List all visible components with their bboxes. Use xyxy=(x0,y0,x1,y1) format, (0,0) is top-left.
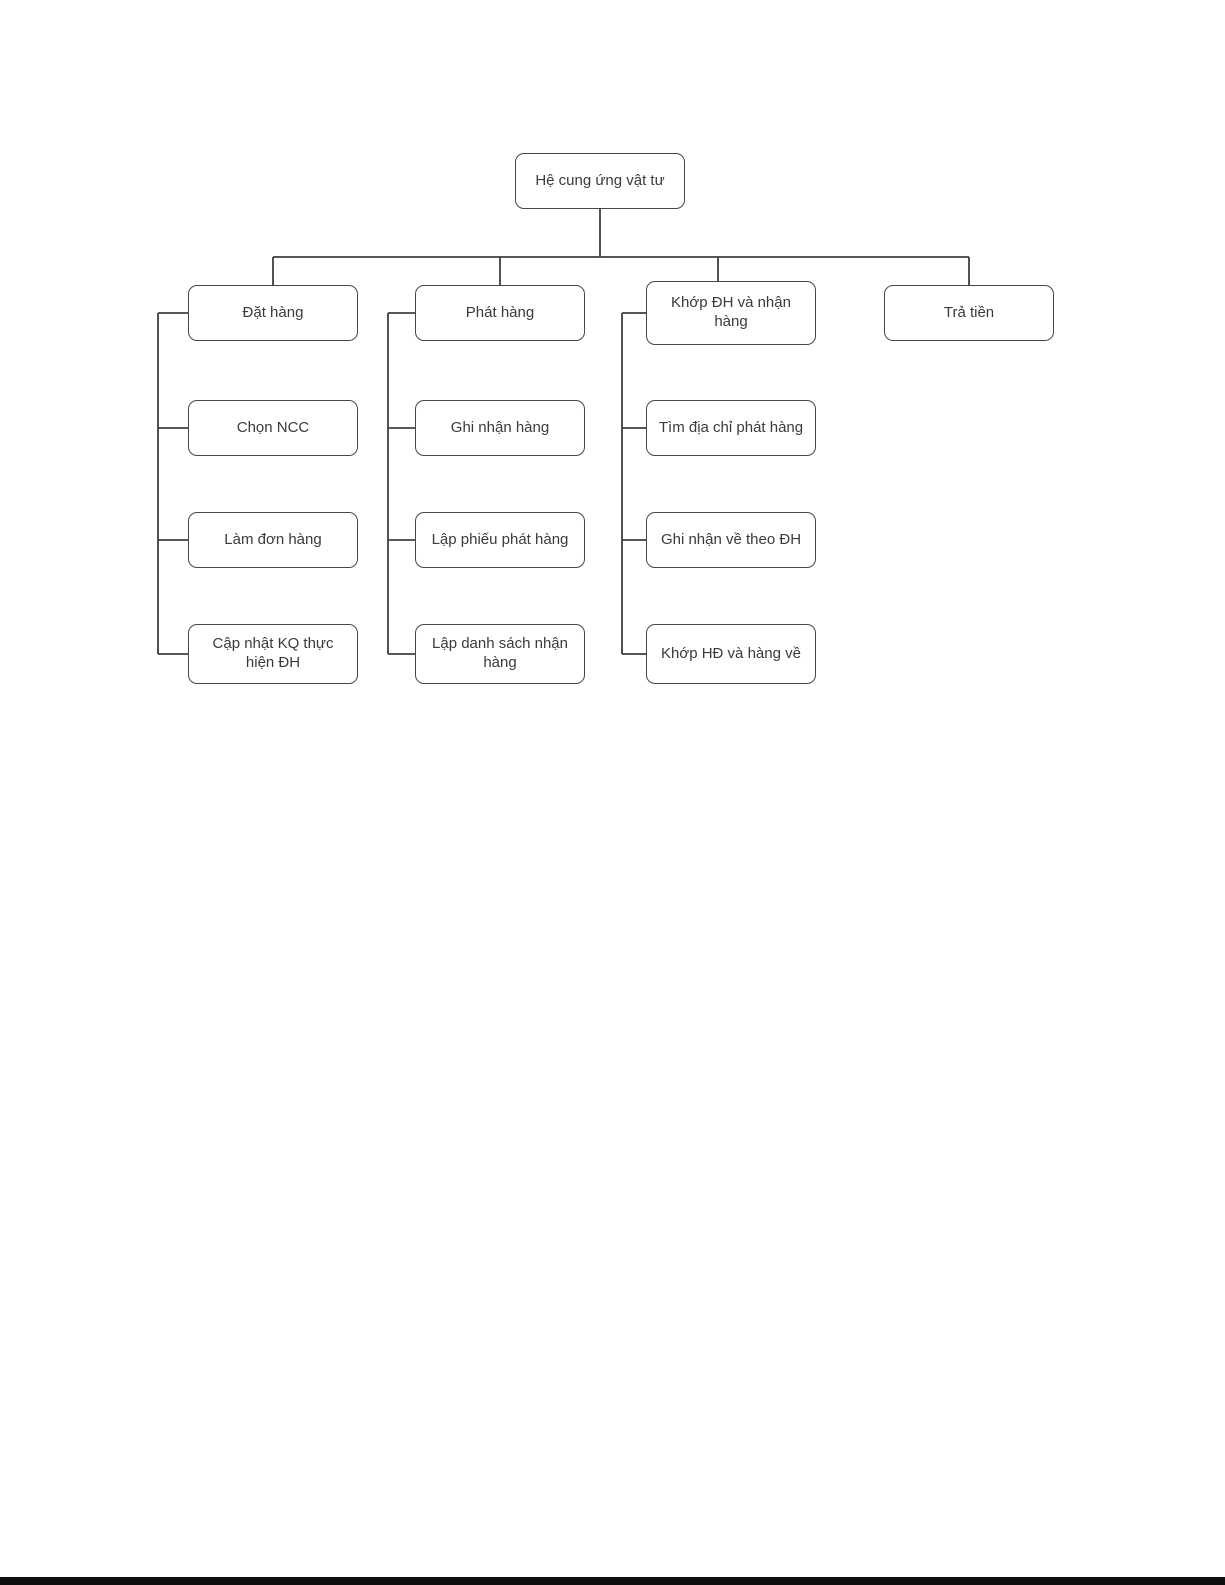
node-tra-tien: Trả tiền xyxy=(884,285,1054,341)
node-label: Chọn NCC xyxy=(236,418,310,436)
node-label: Khớp ĐH và nhận hàng xyxy=(671,294,791,330)
node-dat-hang: Đặt hàng xyxy=(188,285,358,341)
node-label: Khớp HĐ và hàng về xyxy=(661,644,801,662)
node-label: Trả tiền xyxy=(943,303,995,321)
node-lap-danh-sach-nhan-hang: Lập danh sách nhận hàng xyxy=(415,624,585,684)
node-label: Tìm địa chỉ phát hàng xyxy=(658,418,804,436)
node-tim-dia-chi-phat-hang: Tìm địa chỉ phát hàng xyxy=(646,400,816,456)
node-phat-hang: Phát hàng xyxy=(415,285,585,341)
node-label: Ghi nhận về theo ĐH xyxy=(660,530,802,548)
node-label: Đặt hàng xyxy=(242,303,304,321)
node-cap-nhat-kq-thuc-hien-dh: Cập nhật KQ thực hiện ĐH xyxy=(188,624,358,684)
node-ghi-nhan-ve-theo-dh: Ghi nhận về theo ĐH xyxy=(646,512,816,568)
node-lap-phieu-phat-hang: Lập phiếu phát hàng xyxy=(415,512,585,568)
node-label: Phát hàng xyxy=(465,303,535,321)
node-ghi-nhan-hang: Ghi nhận hàng xyxy=(415,400,585,456)
node-label: Làm đơn hàng xyxy=(224,530,322,548)
node-khop-dh-va-nhan-hang: Khớp ĐH và nhận hàng xyxy=(646,281,816,345)
node-lam-don-hang: Làm đơn hàng xyxy=(188,512,358,568)
page-bottom-edge xyxy=(0,1577,1225,1585)
node-he-cung-ung-vat-tu: Hệ cung ứng vật tư xyxy=(515,153,685,209)
node-label: Cập nhật KQ thực hiện ĐH xyxy=(212,635,334,671)
node-label: Hệ cung ứng vật tư xyxy=(535,171,665,189)
node-label: Ghi nhận hàng xyxy=(450,418,550,436)
node-label: Lập danh sách nhận hàng xyxy=(432,635,568,671)
node-khop-hd-va-hang-ve: Khớp HĐ và hàng về xyxy=(646,624,816,684)
node-label: Lập phiếu phát hàng xyxy=(431,530,569,548)
node-chon-ncc: Chọn NCC xyxy=(188,400,358,456)
